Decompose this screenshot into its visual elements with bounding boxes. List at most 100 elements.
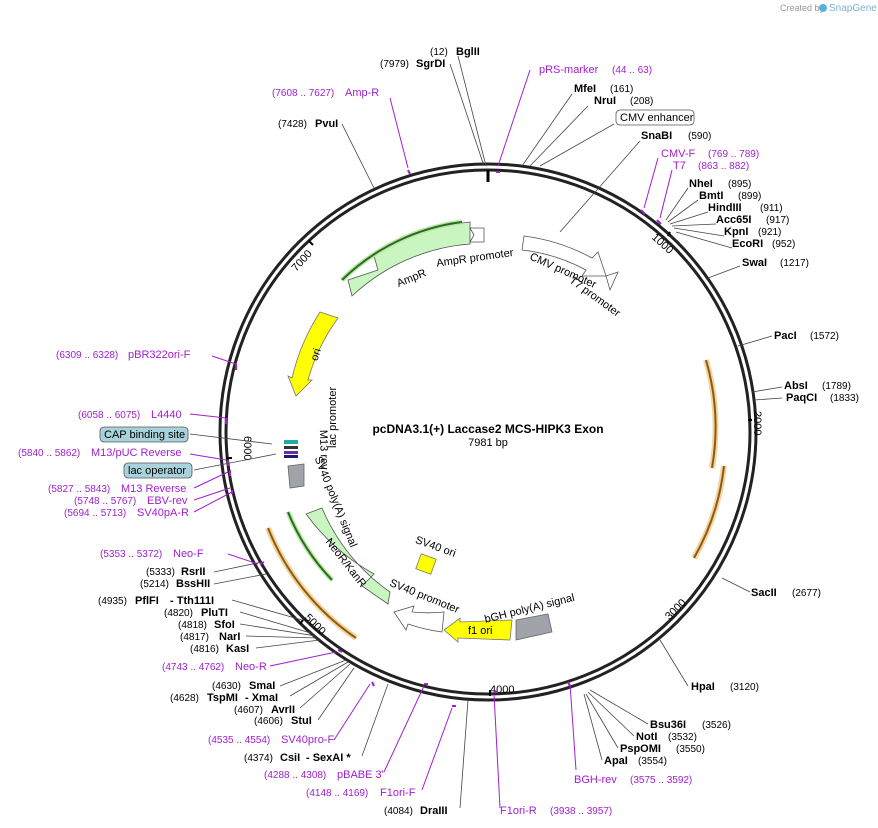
enzyme-name[interactable]: AvrII: [271, 704, 295, 716]
enzyme-name[interactable]: Bsu36I: [650, 719, 686, 731]
enzyme-name[interactable]: PluTI: [201, 607, 228, 619]
enzyme-name[interactable]: BssHII: [176, 578, 210, 590]
credit-text: Created by: [780, 3, 825, 13]
primer-name[interactable]: BGH-rev: [574, 774, 617, 786]
label-lac-operator: lac operator: [128, 465, 186, 477]
enzyme-name[interactable]: PspOMI: [620, 743, 661, 755]
enzyme-name[interactable]: SfoI: [214, 619, 235, 631]
primer-name[interactable]: L4440: [151, 409, 182, 421]
enzyme-pos: (3120): [730, 682, 759, 693]
enzyme-pos: (4820): [164, 608, 193, 619]
primer-name[interactable]: Neo-R: [235, 661, 267, 673]
primer-name[interactable]: CMV-F: [661, 148, 696, 160]
orange-orf-right-2: [693, 465, 725, 559]
snapgene-logo-icon: [819, 4, 827, 12]
enzyme-pos: (7979): [380, 59, 409, 70]
enzyme-name[interactable]: BmtI: [699, 190, 723, 202]
tick-6000: 6000: [241, 436, 253, 460]
enzyme-name[interactable]: - Tth111I: [170, 595, 214, 607]
enzyme-pos: (208): [630, 96, 653, 107]
enzyme-name[interactable]: PvuI: [315, 118, 338, 130]
primer-range: (863 .. 882): [698, 161, 749, 172]
enzyme-name[interactable]: MfeI: [574, 83, 596, 95]
enzyme-pos: (4374): [244, 753, 273, 764]
enzyme-pos: (161): [610, 84, 633, 95]
enzyme-name[interactable]: TspMI: [207, 692, 238, 704]
enzyme-name[interactable]: NotI: [636, 731, 657, 743]
primer-name[interactable]: EBV-rev: [147, 495, 188, 507]
ori-arrow: [287, 311, 339, 397]
plasmid-name: pcDNA3.1(+) Laccase2 MCS-HIPK3 Exon: [372, 422, 603, 436]
primer-name[interactable]: Amp-R: [345, 87, 379, 99]
enzyme-pos: (4817): [180, 632, 209, 643]
primer-name[interactable]: M13/pUC Reverse: [91, 447, 181, 459]
enzyme-pos: (12): [430, 47, 448, 58]
enzyme-name[interactable]: SnaBI: [641, 130, 672, 142]
enzyme-name[interactable]: EcoRI: [732, 238, 763, 250]
enzyme-name[interactable]: Acc65I: [716, 214, 751, 226]
enzyme-name[interactable]: AbsI: [784, 380, 808, 392]
enzyme-pos: (3526): [702, 720, 731, 731]
leader-lines: [189, 55, 783, 809]
primer-name[interactable]: M13 Reverse: [121, 483, 186, 495]
primer-name[interactable]: pBABE 3': [337, 769, 384, 781]
enzyme-name[interactable]: DraIII: [420, 805, 448, 817]
enzyme-name[interactable]: PflFI: [135, 595, 159, 607]
enzyme-pos: (1572): [810, 331, 839, 342]
enzyme-name[interactable]: RsrII: [181, 566, 205, 578]
primer-name[interactable]: pBR322ori-F: [128, 349, 191, 361]
enzyme-name[interactable]: StuI: [291, 715, 312, 727]
enzyme-name[interactable]: KpnI: [724, 226, 748, 238]
primer-name[interactable]: SV40pro-F: [281, 734, 334, 746]
enzyme-name[interactable]: CsiI: [280, 752, 300, 764]
credit: Created by SnapGene: [780, 3, 877, 14]
label-ampr-promoter: AmpR promoter: [436, 247, 515, 270]
primer-range: (5748 .. 5767): [74, 496, 136, 507]
primer-name[interactable]: Neo-F: [173, 548, 204, 560]
primer-name[interactable]: F1ori-R: [500, 805, 537, 817]
enzyme-labels: (12) BglII (7979) SgrDI MfeI (161) NruI …: [98, 46, 859, 817]
enzyme-name[interactable]: PaqCI: [786, 392, 817, 404]
enzyme-name[interactable]: PacI: [774, 330, 797, 342]
primer-range: (769 .. 789): [708, 149, 759, 160]
label-neor: NeoR/KanR: [323, 536, 369, 590]
primer-name[interactable]: SV40pA-R: [137, 507, 189, 519]
enzyme-name[interactable]: SmaI: [249, 680, 275, 692]
enzyme-name[interactable]: KasI: [226, 643, 249, 655]
primer-marks: [225, 169, 662, 707]
enzyme-pos: (895): [728, 179, 751, 190]
label-cap-binding: CAP binding site: [104, 429, 185, 441]
enzyme-pos: (4628): [170, 693, 199, 704]
enzyme-name[interactable]: SacII: [751, 587, 777, 599]
primer-range: (5353 .. 5372): [100, 549, 162, 560]
enzyme-pos: (952): [772, 239, 795, 250]
primer-name[interactable]: pRS-marker: [539, 64, 599, 76]
enzyme-name[interactable]: ApaI: [604, 755, 628, 767]
enzyme-name[interactable]: NarI: [219, 631, 240, 643]
label-ampr: AmpR: [395, 267, 428, 290]
primer-range: (3938 .. 3957): [550, 806, 612, 817]
primer-range: (5827 .. 5843): [48, 484, 110, 495]
tick-3000: 3000: [663, 597, 689, 623]
primer-name[interactable]: F1ori-F: [380, 787, 416, 799]
enzyme-name[interactable]: SgrDI: [416, 58, 445, 70]
label-ori: ori: [309, 347, 324, 362]
primer-name[interactable]: T7: [673, 160, 686, 172]
boxed-labels: CMV enhancer CAP binding site lac operat…: [99, 109, 695, 479]
enzyme-name[interactable]: HindIII: [708, 202, 742, 214]
enzyme-name[interactable]: HpaI: [691, 681, 715, 693]
enzyme-pos: (3550): [676, 744, 705, 755]
primer-range: (4288 .. 4308): [264, 770, 326, 781]
primer-labels: pRS-marker (44 .. 63) (7608 .. 7627) Amp…: [18, 64, 759, 817]
label-cmv-enhancer: CMV enhancer: [620, 112, 694, 124]
enzyme-name[interactable]: SwaI: [742, 257, 767, 269]
tick-2000: 2000: [751, 411, 763, 435]
primer-range: (3575 .. 3592): [630, 775, 692, 786]
enzyme-name[interactable]: - XmaI: [245, 692, 278, 704]
enzyme-name[interactable]: NruI: [594, 95, 616, 107]
enzyme-name[interactable]: - SexAI *: [306, 752, 351, 764]
enzyme-name[interactable]: BglII: [456, 46, 480, 58]
enzyme-name[interactable]: NheI: [689, 178, 713, 190]
enzyme-pos: (5333): [146, 567, 175, 578]
